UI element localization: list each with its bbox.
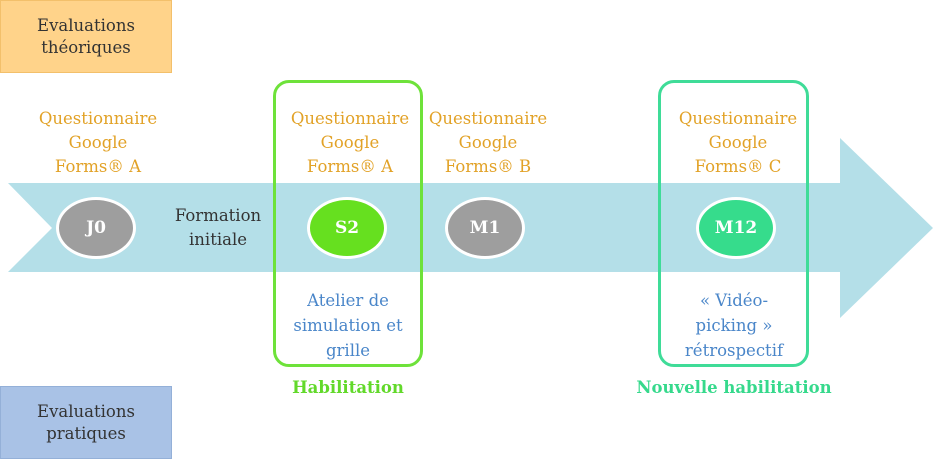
practice-m12-video-picking: « Vidéo- picking » rétrospectif [664,288,804,363]
questionnaire-m1: Questionnaire Google Forms® B [418,107,558,179]
frame-m12-new-habilitation [658,80,809,367]
questionnaire-m12-line-2: Google [708,133,768,152]
milestone-s2: S2 [307,197,387,259]
questionnaire-m1-line-2: Google [458,133,518,152]
questionnaire-j0-line-1: Questionnaire [38,109,158,128]
practice-s2-line-1: Atelier de [307,291,389,310]
milestone-j0: J0 [56,197,136,259]
practice-m12-line-2: picking » [695,316,773,335]
formation-line-1: Formation [174,206,262,225]
milestone-m1: M1 [445,197,525,259]
legend-practice-line-2: pratiques [46,423,126,443]
practice-s2-line-3: grille [325,341,371,360]
habilitation-label: Habilitation [292,378,404,397]
questionnaire-s2-line-2: Google [320,133,380,152]
questionnaire-j0-line-3: Forms® A [54,157,142,176]
practice-s2-workshop: Atelier de simulation et grille [278,288,418,363]
questionnaire-m12: Questionnaire Google Forms® C [668,107,808,179]
practice-m12-line-3: rétrospectif [684,341,784,360]
legend-theory-line-1: Evaluations [37,15,135,35]
questionnaire-j0: Questionnaire Google Forms® A [28,107,168,179]
questionnaire-j0-line-2: Google [68,133,128,152]
questionnaire-m1-line-1: Questionnaire [428,109,548,128]
questionnaire-s2-line-3: Forms® A [306,157,394,176]
legend-theory-line-2: théoriques [41,37,131,57]
questionnaire-m12-line-3: Forms® C [694,157,782,176]
formation-line-2: initiale [189,230,247,249]
formation-initiale-label: Formation initiale [158,204,278,252]
legend-practical-evaluations: Evaluations pratiques [0,386,172,459]
questionnaire-m1-line-3: Forms® B [444,157,532,176]
milestone-m12: M12 [696,197,776,259]
legend-theoretical-evaluations: Evaluations théoriques [0,0,172,73]
new-habilitation-label: Nouvelle habilitation [636,378,832,397]
questionnaire-s2-line-1: Questionnaire [290,109,410,128]
frame-s2-habilitation [273,80,423,367]
questionnaire-m12-line-1: Questionnaire [678,109,798,128]
legend-practice-line-1: Evaluations [37,401,135,421]
practice-m12-line-1: « Vidéo- [699,291,769,310]
questionnaire-s2: Questionnaire Google Forms® A [280,107,420,179]
practice-s2-line-2: simulation et [293,316,403,335]
